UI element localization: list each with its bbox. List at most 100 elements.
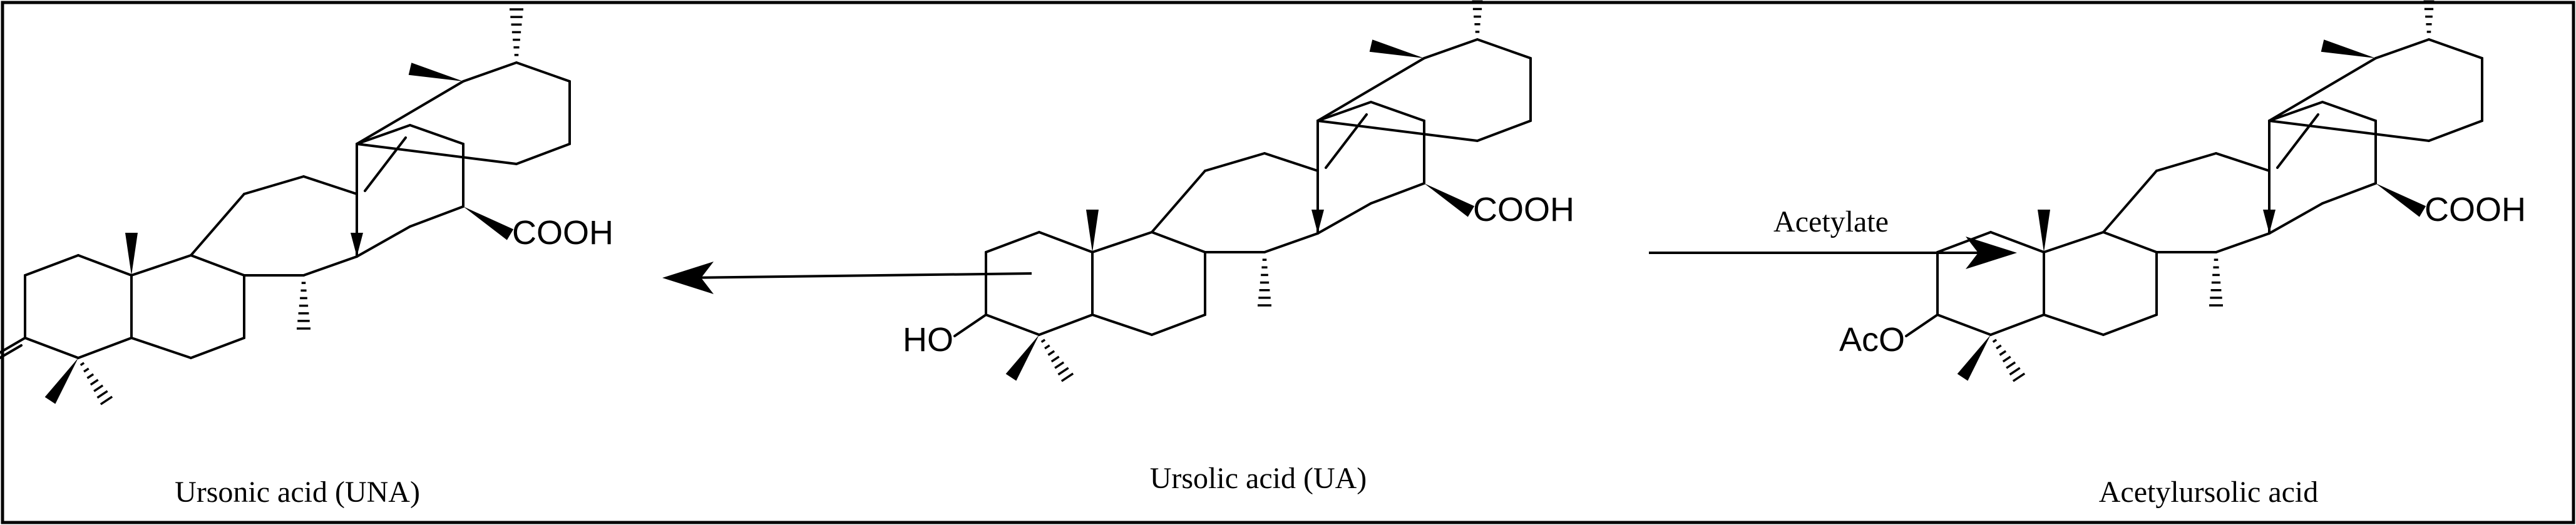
- ring-bond: [1151, 170, 1206, 233]
- ring-bond: [2428, 38, 2483, 59]
- ring-bond: [1151, 231, 1206, 253]
- carbonyl-bond: [0, 337, 26, 354]
- carboxyl-wedge: [2376, 183, 2426, 217]
- ring-bond: [1038, 313, 1094, 336]
- ring-bond: [1316, 101, 1372, 122]
- ring-bond: [2215, 152, 2271, 172]
- caption-acetylursolic-acid: Acetylursolic acid: [2099, 476, 2319, 509]
- carboxyl-label: COOH: [2425, 191, 2526, 228]
- methyl-hash-c14: [2209, 258, 2223, 307]
- methyl-hash-c4: [1040, 339, 1074, 382]
- methyl-hash-c4: [80, 362, 113, 405]
- ring-bond: [1263, 232, 1319, 253]
- ring-bond: [1316, 57, 1425, 122]
- carboxyl-label: COOH: [512, 214, 613, 252]
- ring-bond: [243, 175, 305, 195]
- ring-bond: [2374, 38, 2430, 59]
- ring-bond: [1476, 38, 1532, 59]
- arrow-acetylate: [1649, 237, 2017, 269]
- ring-bond: [2321, 101, 2377, 122]
- ring-bond: [2102, 170, 2158, 233]
- ring-bond: [77, 254, 133, 277]
- ring-bond: [302, 255, 358, 277]
- ring-bond: [1091, 313, 1153, 336]
- methyl-wedge-c10: [1086, 210, 1099, 252]
- arrow-to-ursonic-acid: [662, 262, 1032, 294]
- ring-bond: [356, 124, 411, 145]
- ring-bond: [1204, 152, 1266, 172]
- ring-bond: [1936, 313, 1992, 336]
- reaction-label-acetylate: Acetylate: [1773, 205, 1889, 238]
- ring-bond: [515, 143, 571, 165]
- carboxyl-wedge: [1424, 183, 1475, 217]
- methyl-hash-c4: [1992, 339, 2026, 382]
- ring-bond: [462, 61, 518, 83]
- ring-bond: [2102, 313, 2158, 336]
- ring-bond: [985, 231, 1040, 253]
- ring-bond: [1091, 231, 1153, 253]
- c3-substituent-label: HO: [903, 321, 953, 359]
- ring-bond: [2268, 120, 2430, 142]
- ring-bond: [409, 124, 464, 145]
- double-bond-inner: [364, 136, 407, 192]
- c3-substituent-label: AcO: [1839, 321, 1905, 359]
- double-bond-inner: [1325, 113, 1368, 169]
- ring-bond: [356, 143, 518, 165]
- ring-bond: [24, 337, 80, 359]
- molecule-ursolic-acid: COOH HO: [903, 0, 1574, 382]
- ring-bond: [2268, 57, 2377, 122]
- caption-ursolic-acid: Ursolic acid (UA): [1150, 462, 1367, 495]
- ring-bond: [1936, 231, 1992, 253]
- ring-bond: [24, 254, 80, 277]
- ring-bond: [515, 61, 571, 83]
- c3-oxygen-bond: [1905, 313, 1939, 337]
- methyl-wedge-c10: [2038, 210, 2050, 252]
- ring-bond: [985, 313, 1040, 336]
- methyl-hash-c14: [1258, 258, 1271, 307]
- ring-bond: [2102, 231, 2158, 253]
- carboxyl-label: COOH: [1473, 191, 1574, 228]
- molecule-ursonic-acid: COOHO: [0, 8, 613, 405]
- methyl-wedge-c10: [125, 233, 138, 275]
- ring-bond: [1316, 202, 1372, 235]
- ring-bond: [1476, 120, 1532, 142]
- ring-bond: [2268, 202, 2324, 235]
- carboxyl-wedge: [463, 206, 514, 240]
- carbonyl-bond-inner: [0, 344, 23, 360]
- methyl-hash-c20: [1472, 0, 1483, 33]
- ring-bond: [1370, 182, 1425, 205]
- ring-bond: [2155, 152, 2217, 172]
- methyl-wedge-c8: [351, 233, 363, 257]
- ring-bond: [1989, 313, 2045, 336]
- ring-bond: [190, 337, 245, 359]
- ring-bond: [2268, 101, 2324, 122]
- methyl-hash-c20: [510, 8, 523, 56]
- molecule-acetylursolic-acid: COOH AcO: [1839, 0, 2526, 382]
- c3-oxygen-bond: [953, 313, 987, 337]
- methyl-wedge-c8: [2263, 210, 2276, 233]
- ring-bond: [1151, 313, 1206, 336]
- ring-bond: [2321, 182, 2377, 205]
- ring-bond: [1370, 101, 1425, 122]
- methyl-wedge-c4: [44, 358, 78, 404]
- ring-bond: [77, 337, 133, 359]
- methyl-wedge-c8: [1311, 210, 1324, 233]
- methyl-wedge-c19: [408, 63, 463, 81]
- ring-bond: [190, 254, 245, 277]
- ring-bond: [356, 80, 464, 145]
- ring-bond: [356, 225, 411, 258]
- methyl-hash-c20: [2423, 0, 2435, 33]
- ring-bond: [2043, 231, 2105, 253]
- ring-bond: [409, 205, 464, 228]
- methyl-wedge-c19: [1369, 39, 1424, 58]
- ring-bond: [190, 193, 245, 257]
- ring-bond: [2215, 232, 2271, 253]
- methyl-wedge-c4: [1005, 335, 1039, 381]
- ring-bond: [1038, 231, 1094, 253]
- methyl-wedge-c4: [1957, 335, 1991, 381]
- double-bond-inner: [2276, 113, 2319, 169]
- ring-bond: [1423, 38, 1479, 59]
- ring-bond: [1316, 120, 1479, 142]
